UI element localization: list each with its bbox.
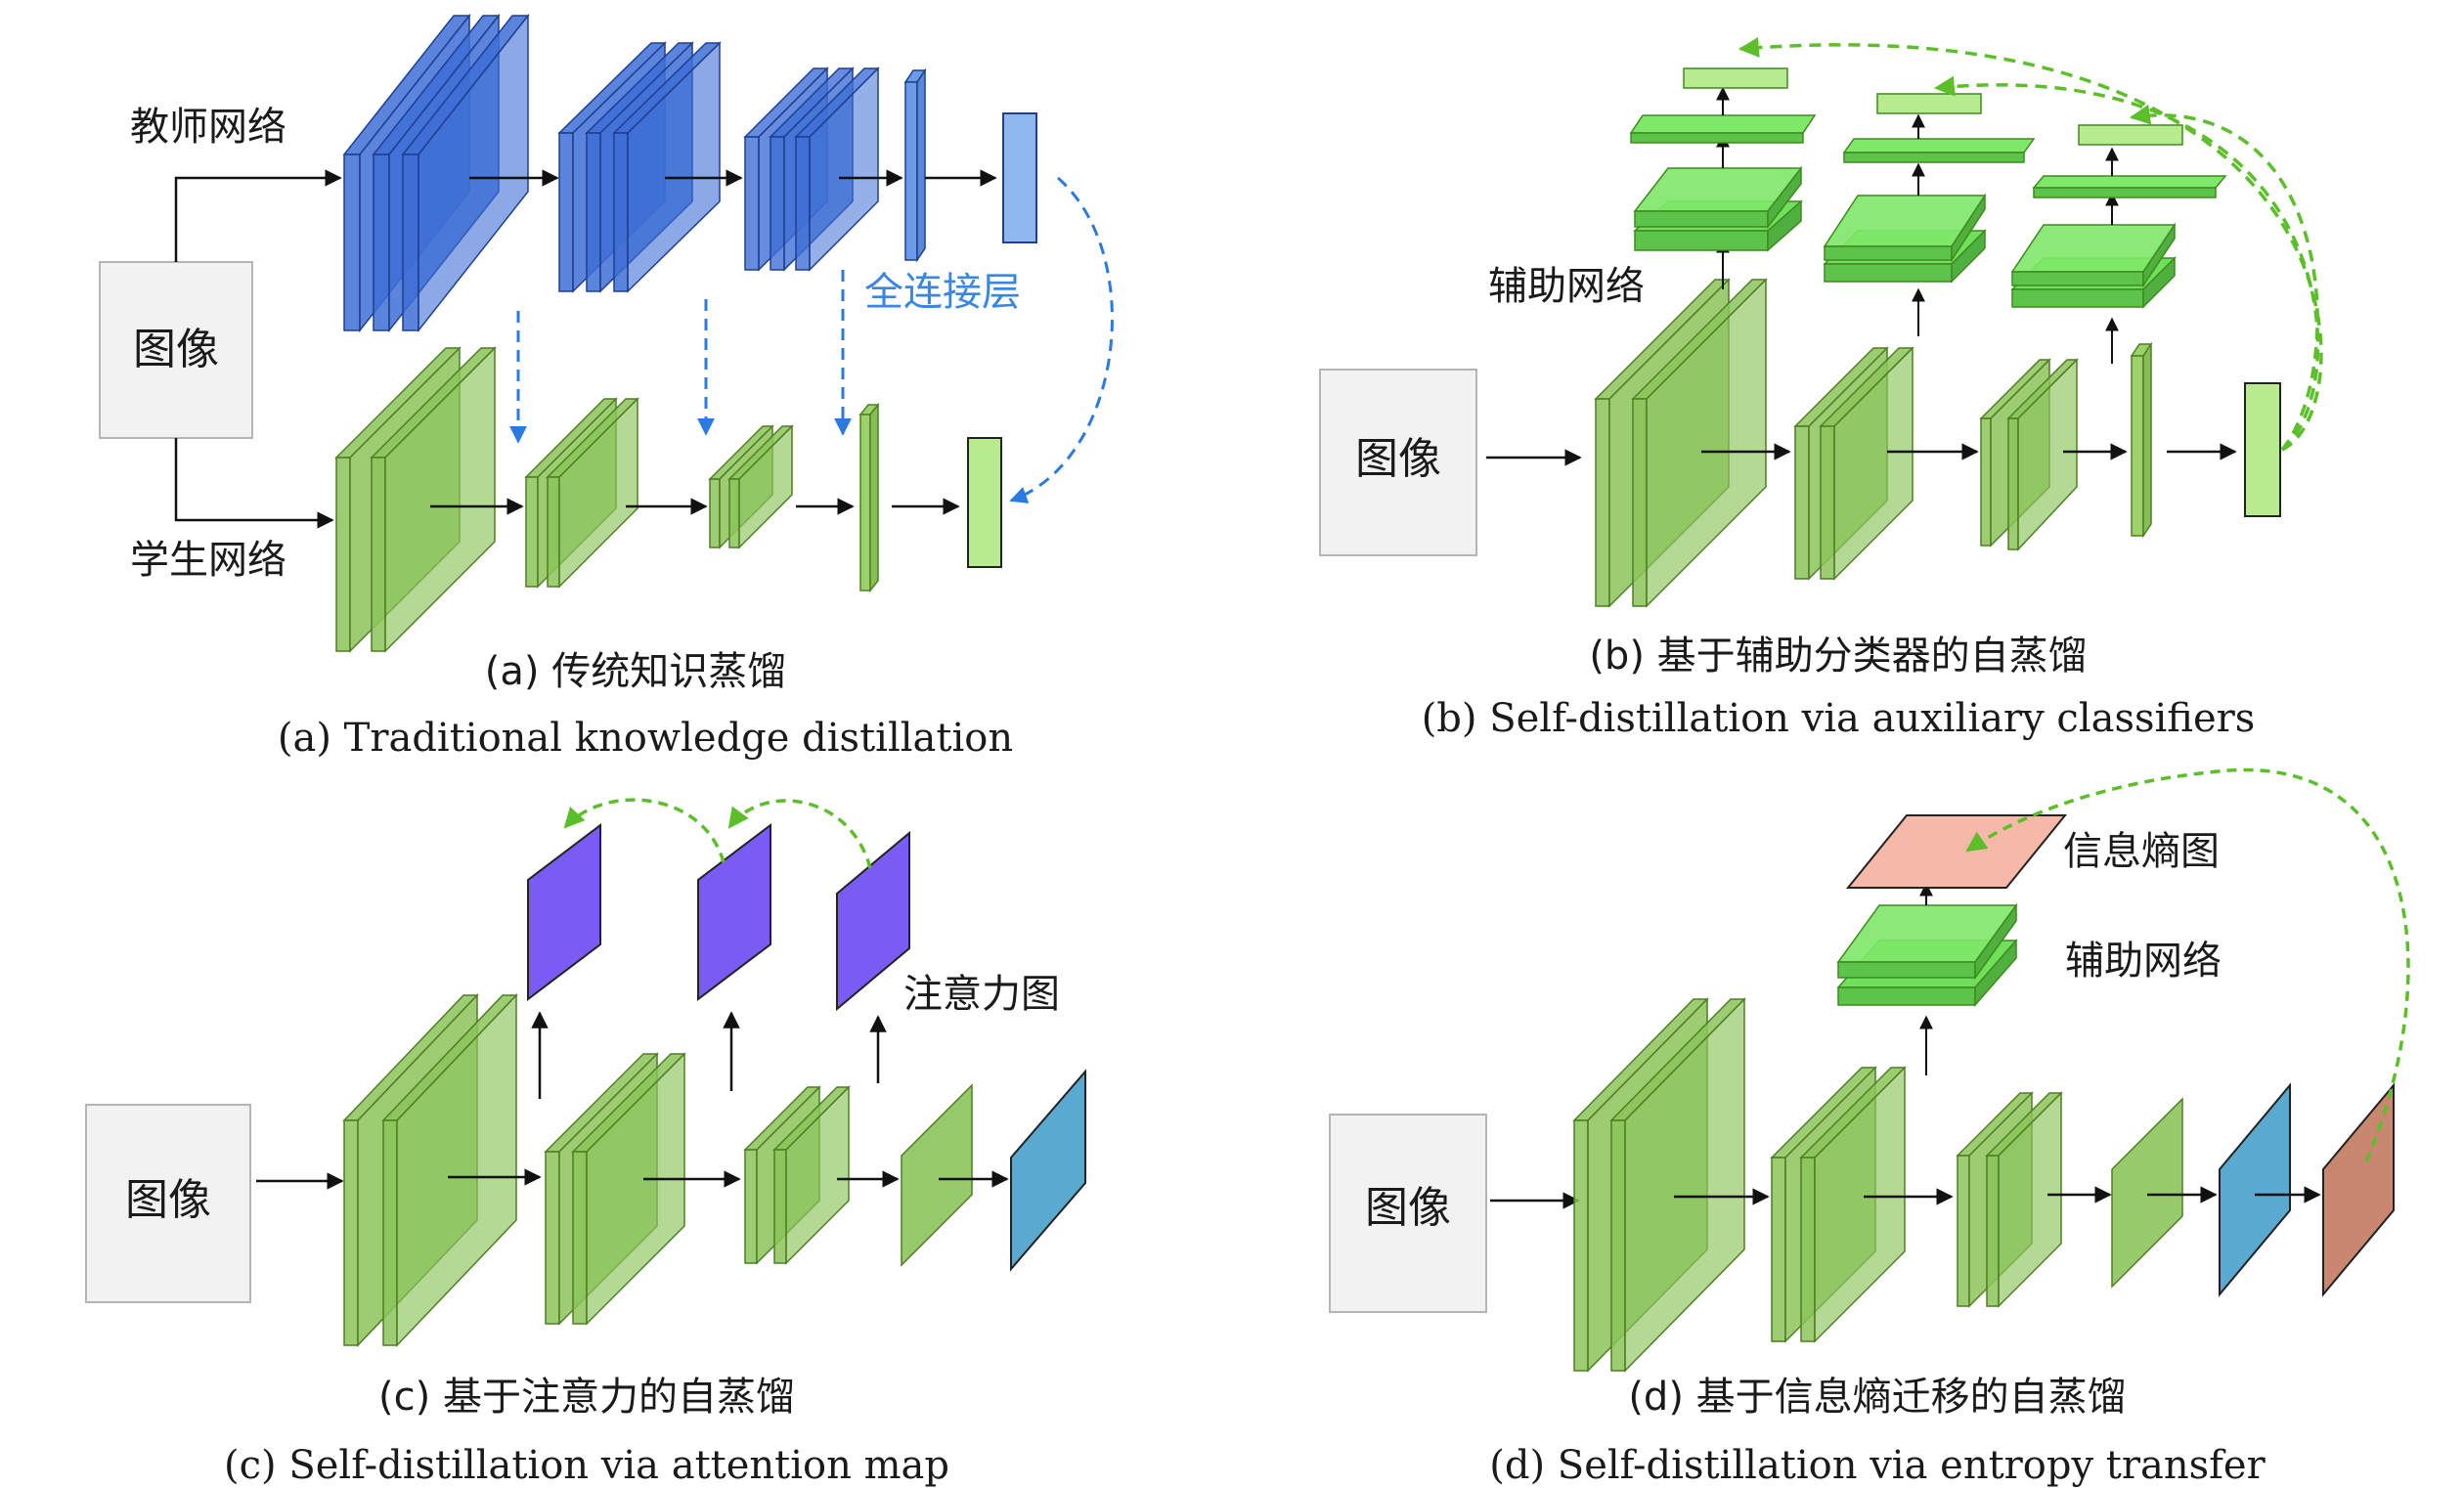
student-block-3 <box>708 424 794 549</box>
image-box <box>1319 369 1477 556</box>
teacher-output <box>1002 112 1037 243</box>
backbone-block-2 <box>1793 346 1914 581</box>
panel-a: 图像 教师网络 学生网络 <box>99 13 1114 761</box>
attention-map-1 <box>527 822 601 1002</box>
image-box <box>99 261 253 439</box>
caption-d-en: (d) Self-distillation via entropy transf… <box>1489 1443 2266 1488</box>
image-label: 图像 <box>1355 434 1441 484</box>
attention-map-2 <box>697 822 771 1002</box>
panel-c: 图像 <box>85 798 1086 1488</box>
backbone-block-4 <box>901 1083 973 1267</box>
image-label: 图像 <box>133 325 219 374</box>
teacher-block-1 <box>342 13 530 333</box>
student-block-1 <box>334 346 497 653</box>
caption-d-cn: (d) 基于信息熵迁移的自蒸馏 <box>1628 1375 2126 1420</box>
aux-label: 辅助网络 <box>1488 264 1645 309</box>
backbone-block-3 <box>1956 1091 2063 1308</box>
attention-label: 注意力图 <box>903 972 1060 1017</box>
self-distillation-arrows <box>1738 37 2323 452</box>
caption-b-cn: (b) 基于辅助分类器的自蒸馏 <box>1589 634 2087 678</box>
entropy-label: 信息熵图 <box>2063 829 2220 874</box>
image-box <box>85 1104 251 1303</box>
teacher-label: 教师网络 <box>130 105 286 150</box>
panel-b: 图像 <box>1319 37 2323 741</box>
student-fc <box>858 402 880 593</box>
output-map <box>2219 1082 2291 1297</box>
backbone-fc <box>2130 341 2153 539</box>
aux-network <box>1836 902 2018 1007</box>
entropy-transfer-arrow <box>1965 767 2410 1162</box>
entropy-output-map <box>2322 1082 2395 1297</box>
backbone-block-1 <box>1572 997 1746 1373</box>
image-box <box>1329 1114 1487 1313</box>
entropy-map <box>1845 814 2068 889</box>
aux-classifier-1 <box>1629 67 1817 289</box>
backbone-block-3 <box>1979 358 2079 551</box>
image-label: 图像 <box>125 1175 211 1225</box>
backbone-block-4 <box>2111 1097 2183 1289</box>
attention-map-3 <box>836 830 910 1012</box>
backbone-block-3 <box>743 1085 851 1265</box>
backbone-block-1 <box>1594 278 1768 608</box>
image-label: 图像 <box>1365 1183 1451 1233</box>
student-label: 学生网络 <box>130 538 286 583</box>
aux-label: 辅助网络 <box>2065 939 2222 984</box>
caption-a-en: (a) Traditional knowledge distillation <box>278 716 1013 761</box>
backbone-block-2 <box>544 1052 686 1326</box>
backbone-block-2 <box>1770 1066 1907 1343</box>
student-block-2 <box>524 397 639 589</box>
fc-label: 全连接层 <box>864 270 1021 315</box>
attention-transfer-arrows <box>563 798 872 869</box>
aux-classifier-3 <box>2010 124 2227 364</box>
teacher-fc <box>903 67 927 263</box>
caption-c-en: (c) Self-distillation via attention map <box>224 1443 949 1488</box>
teacher-block-2 <box>557 41 722 293</box>
aux-classifier-2 <box>1823 93 2036 336</box>
output-map <box>1010 1069 1086 1272</box>
student-output <box>967 437 1002 568</box>
caption-c-cn: (c) 基于注意力的自蒸馏 <box>378 1375 795 1420</box>
caption-b-en: (b) Self-distillation via auxiliary clas… <box>1422 696 2256 741</box>
teacher-block-3 <box>743 66 880 272</box>
backbone-output <box>2244 382 2281 517</box>
panel-d: 图像 <box>1329 767 2410 1488</box>
caption-a-cn: (a) 传统知识蒸馏 <box>485 649 786 694</box>
teacher-student-transfer-arrows <box>509 176 1114 503</box>
backbone-block-1 <box>342 993 518 1347</box>
